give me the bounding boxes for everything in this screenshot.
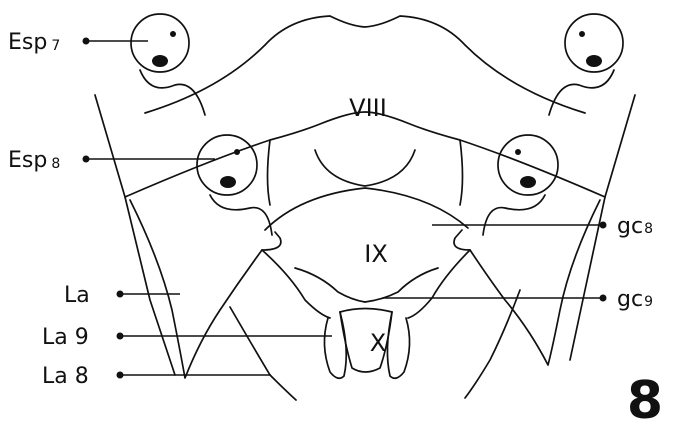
label-gc8: gc8 [617, 214, 653, 239]
label-la8: La 8 [42, 364, 89, 389]
segment-label-ix: IX [364, 240, 388, 268]
spiracle-8-right [483, 135, 558, 235]
segment-label-viii: VIII [349, 94, 387, 122]
spiracle-8-left [197, 135, 272, 235]
figure-number: 8 [627, 371, 663, 425]
spiracle-7-left [131, 14, 205, 115]
segment-label-x: X [370, 329, 386, 357]
label-la: La [64, 283, 90, 308]
segment-x [324, 309, 409, 379]
label-la9: La 9 [42, 325, 89, 350]
label-gc9: gc9 [617, 287, 653, 312]
spiracle-7-right [549, 14, 623, 115]
